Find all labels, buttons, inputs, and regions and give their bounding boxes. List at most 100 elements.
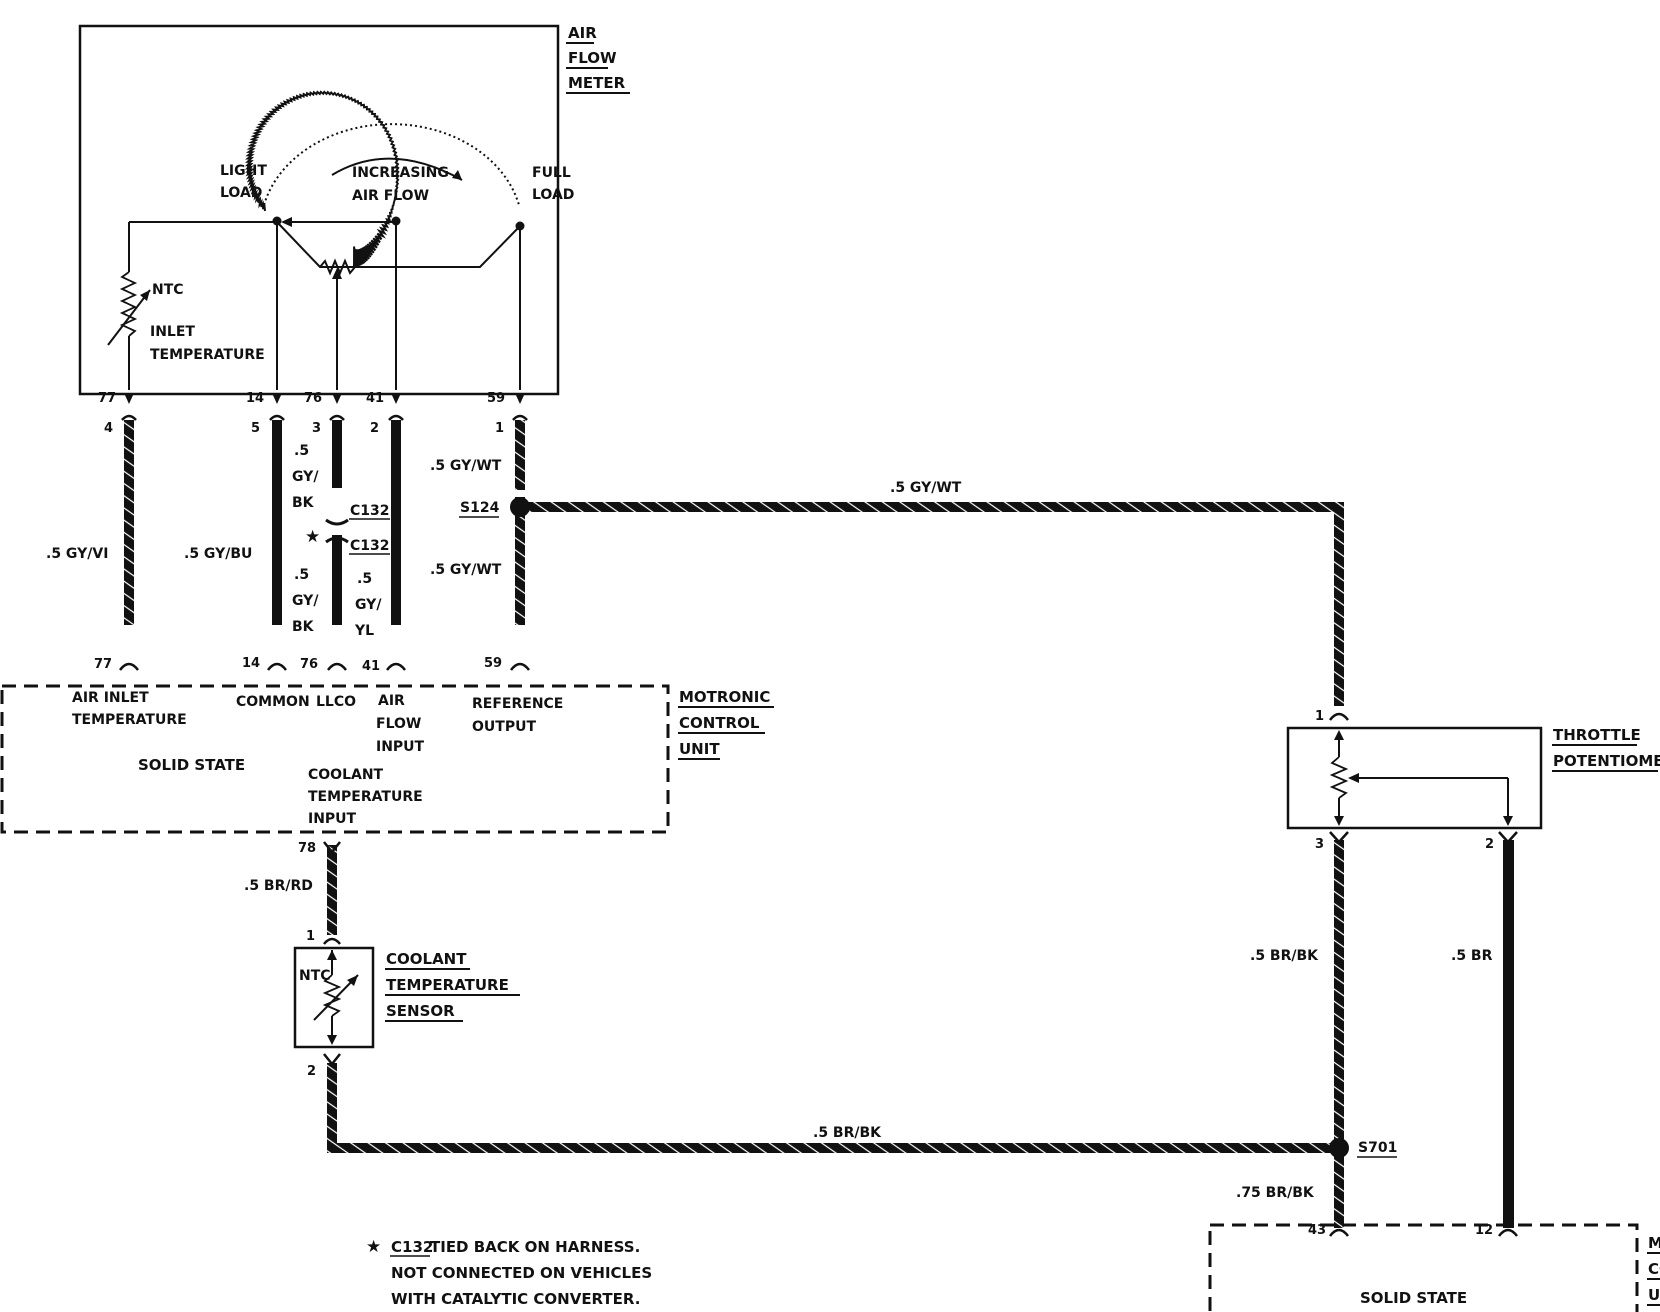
label-gy-bk-lower-1: .5 <box>294 567 309 583</box>
air-flow-input-line3: INPUT <box>376 739 425 755</box>
air-inlet-temp-line1: AIR INLET <box>72 690 149 706</box>
wire-br <box>1503 840 1514 1228</box>
coolant-ntc-label: NTC <box>299 968 331 984</box>
wire-gy-bk-upper <box>332 420 342 488</box>
coolant-temp-input-line1: COOLANT <box>308 767 384 783</box>
mcu-pin-59: 59 <box>484 656 502 671</box>
splice-s701 <box>1329 1138 1349 1158</box>
label-gy-wt-lower: .5 GY/WT <box>430 562 502 578</box>
mcu-bottom-pin-43: 43 <box>1308 1223 1326 1238</box>
afm-title-line3: METER <box>568 74 626 92</box>
throttle-pin-2: 2 <box>1485 837 1494 852</box>
mcu-top-title-line3: UNIT <box>679 740 720 758</box>
wire-br-bk-075 <box>1334 1152 1344 1228</box>
light-load-line1: LIGHT <box>220 163 267 179</box>
label-br-bk-horizontal: .5 BR/BK <box>813 1125 882 1141</box>
label-gy-yl-1: .5 <box>357 571 372 587</box>
coolant-temp-input-line3: INPUT <box>308 811 357 827</box>
note-line2: NOT CONNECTED ON VEHICLES <box>391 1264 652 1282</box>
increasing-air-flow-line1: INCREASING <box>352 165 449 181</box>
mcu-top-title-line2: CONTROL <box>679 714 760 732</box>
label-br-bk-vertical: .5 BR/BK <box>1250 948 1319 964</box>
air-flow-meter: AIR FLOW METER LIGHT LOAD FULL LOAD INCR… <box>78 24 630 406</box>
light-load-line2: LOAD <box>220 185 262 201</box>
throttle-potentiometer: 1 3 2 THROTTLE POTENTIOMETER <box>1286 709 1660 852</box>
s124-label: S124 <box>460 500 500 516</box>
motronic-control-unit-top: 77 14 76 41 59 AIR INLET TEMPERATURE COM… <box>0 656 774 894</box>
wire-gy-wt-lower <box>515 497 525 625</box>
coolant-sensor-box <box>293 946 375 1049</box>
label-br-rd: .5 BR/RD <box>244 878 313 894</box>
label-gy-yl-2: GY/ <box>355 597 382 613</box>
motronic-control-unit-bottom: 43 12 SOLID STATE MOTRONIC CONTROL UNIT <box>1208 1223 1660 1312</box>
afm-title-line2: FLOW <box>568 49 617 67</box>
note-line1: TIED BACK ON HARNESS. <box>430 1238 640 1256</box>
afm-ntc-label: NTC <box>152 282 184 298</box>
throttle-pot-box <box>1286 726 1543 830</box>
throttle-pin-1: 1 <box>1315 709 1324 724</box>
throttle-title-line2: POTENTIOMETER <box>1553 752 1660 770</box>
note-line3: WITH CATALYTIC CONVERTER. <box>391 1290 640 1308</box>
label-gy-bu: .5 GY/BU <box>184 546 252 562</box>
afm-title-line1: AIR <box>568 24 597 42</box>
s701-label: S701 <box>1358 1140 1397 1156</box>
label-gy-yl-3: YL <box>354 623 374 639</box>
wires <box>124 420 1514 1228</box>
label-gy-bk-upper-2: GY/ <box>292 469 319 485</box>
wire-gy-bk-lower <box>332 535 342 625</box>
coolant-title-line2: TEMPERATURE <box>386 976 509 994</box>
inlet-temperature-line1: INLET <box>150 324 195 340</box>
mcu-bottom-title-line1: MOTRONIC <box>1648 1234 1660 1252</box>
increasing-air-flow-line2: AIR FLOW <box>352 188 429 204</box>
label-gy-wt-upper: .5 GY/WT <box>430 458 502 474</box>
mcu-top-box <box>0 684 670 834</box>
afm-pin-59: 59 <box>487 391 505 406</box>
mcu-pin-76: 76 <box>300 657 318 672</box>
mcu-bottom-title-line3: UNIT <box>1648 1286 1660 1304</box>
air-inlet-temp-line2: TEMPERATURE <box>72 712 187 728</box>
throttle-pin-3: 3 <box>1315 837 1324 852</box>
mcu-top-solid-state: SOLID STATE <box>138 756 245 774</box>
note-ref-c132: C132 <box>391 1238 433 1256</box>
coolant-pin-2: 2 <box>307 1064 316 1079</box>
c132-connectors: C132 C132 ★ <box>305 503 390 555</box>
afm-pin-41: 41 <box>366 391 384 406</box>
afm-connector: 4 5 3 2 1 <box>104 414 528 436</box>
note-star: ★ <box>366 1237 381 1257</box>
coolant-title-line1: COOLANT <box>386 950 467 968</box>
mcu-top-title-line1: MOTRONIC <box>679 688 770 706</box>
label-gy-vi: .5 GY/VI <box>46 546 108 562</box>
increasing-air-flow-arrow <box>331 157 463 181</box>
label-br: .5 BR <box>1451 948 1493 964</box>
mcu-bottom-solid-state: SOLID STATE <box>1360 1289 1467 1307</box>
mcu-bottom-pin-12: 12 <box>1475 1223 1493 1238</box>
label-gy-bk-upper-1: .5 <box>294 443 309 459</box>
air-flow-input-line1: AIR <box>378 693 405 709</box>
throttle-title-line1: THROTTLE <box>1553 726 1641 744</box>
afm-pin-14: 14 <box>246 391 264 406</box>
coolant-title-line3: SENSOR <box>386 1002 455 1020</box>
connector-pin-3: 3 <box>312 421 321 436</box>
air-flow-meter-box <box>78 24 560 396</box>
connector-pin-2: 2 <box>370 421 379 436</box>
c132-upper-label: C132 <box>350 503 390 519</box>
mcu-bottom-title-line2: CONTROL <box>1648 1260 1660 1278</box>
llco-label: LLCO <box>316 694 356 710</box>
coolant-pin-1: 1 <box>306 929 315 944</box>
full-load-line2: LOAD <box>532 187 574 203</box>
wire-br-bk-vertical <box>1334 840 1344 1145</box>
coolant-temp-input-line2: TEMPERATURE <box>308 789 423 805</box>
wire-br-bk-coolant-down <box>327 1063 337 1153</box>
afm-pin-76: 76 <box>304 391 322 406</box>
wire-gy-wt-horizontal <box>520 502 1343 512</box>
afm-arc-track <box>263 123 520 206</box>
inlet-temperature-line2: TEMPERATURE <box>150 347 265 363</box>
connector-pin-4: 4 <box>104 421 113 436</box>
common-label: COMMON <box>236 694 310 710</box>
wire-gy-yl <box>391 420 401 625</box>
c132-lower-label: C132 <box>350 538 390 554</box>
connector-pin-1: 1 <box>495 421 504 436</box>
splice-s124 <box>510 497 530 517</box>
reference-output-line1: REFERENCE <box>472 696 563 712</box>
